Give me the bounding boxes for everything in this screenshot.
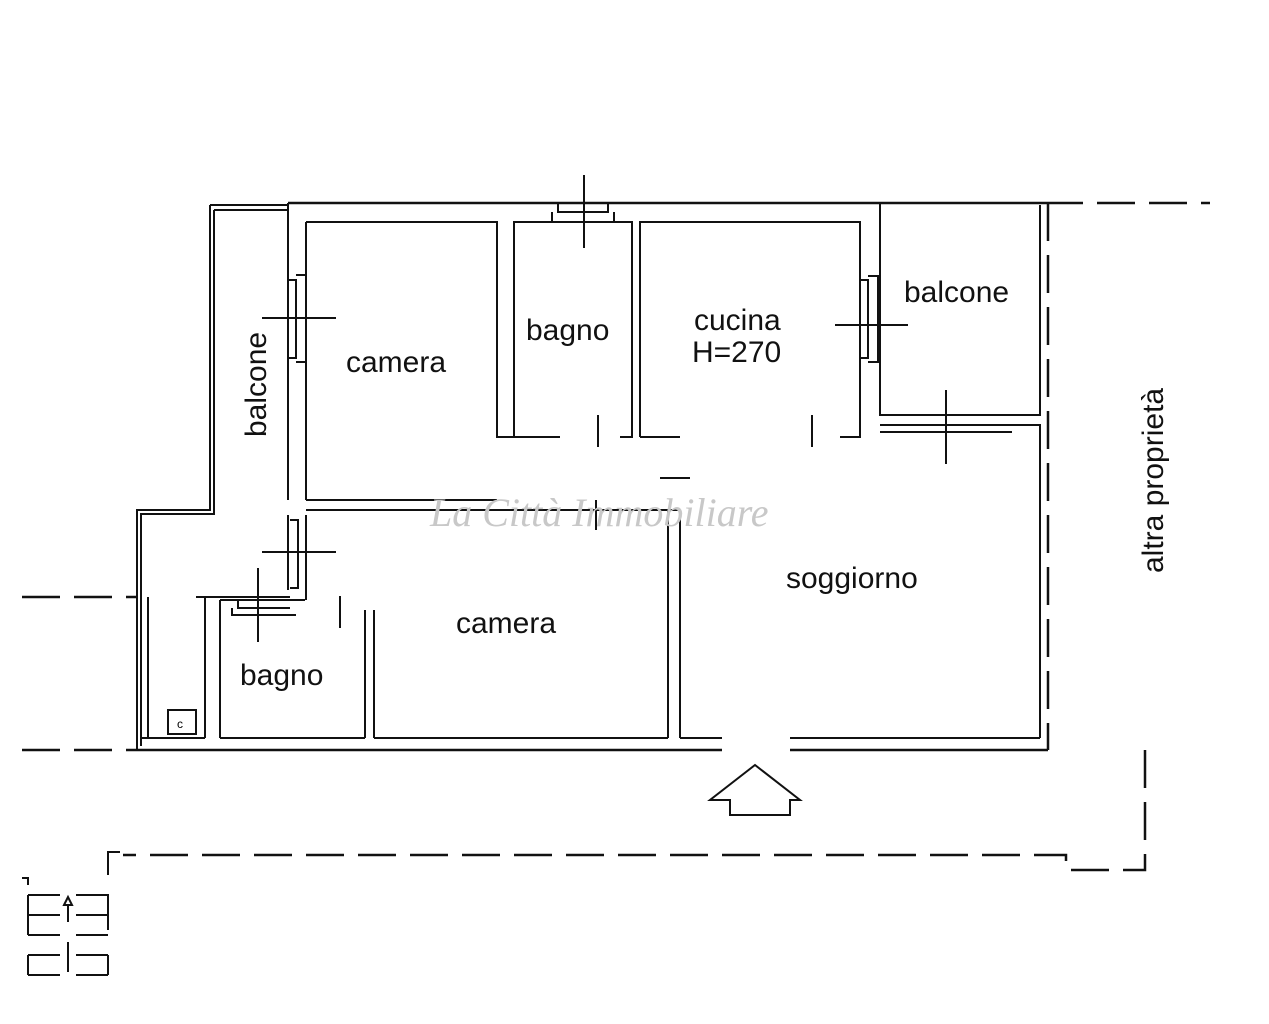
label-camera-bottom: camera: [456, 607, 556, 640]
windows: [231, 203, 879, 616]
label-bagno-bottom: bagno: [240, 659, 323, 692]
inner-walls: [147, 203, 1041, 738]
label-balcone-right: balcone: [904, 276, 1009, 309]
label-cucina-height: H=270: [692, 336, 781, 369]
label-boiler: c: [177, 717, 183, 731]
label-cucina: cucina: [694, 304, 781, 337]
watermark: La Città Immobiliare: [429, 490, 769, 535]
label-bagno-top: bagno: [526, 314, 609, 347]
label-balcone-left: balcone: [240, 332, 273, 437]
site-boundary: [107, 750, 1147, 875]
label-altra-proprieta: altra proprietà: [1137, 388, 1170, 573]
stairs-icon: [22, 877, 109, 976]
entrance-arrow: [707, 763, 803, 816]
axis-markers: [257, 175, 947, 642]
outer-walls: [22, 201, 1210, 752]
label-camera-top: camera: [346, 346, 446, 379]
label-soggiorno: soggiorno: [786, 562, 918, 595]
